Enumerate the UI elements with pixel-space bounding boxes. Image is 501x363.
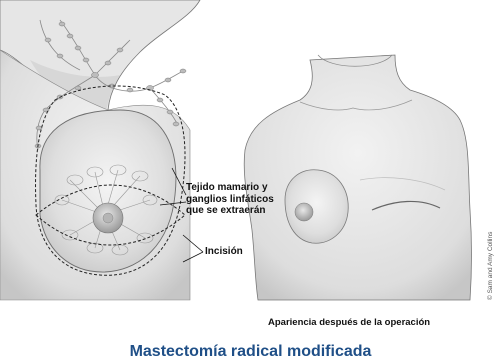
artist-credit: © Sam and Amy Collins <box>487 232 494 300</box>
figure-title: Mastectomía radical modificada <box>0 343 501 361</box>
tissue-label-line-2: ganglios linfáticos <box>186 194 296 206</box>
tissue-label-line-1: Tejido mamario y <box>186 182 296 194</box>
tissue-removal-label: Tejido mamario y ganglios linfáticos que… <box>186 182 296 217</box>
right-figure <box>244 55 471 300</box>
incision-label: Incisión <box>205 246 243 258</box>
right-torso <box>244 55 471 300</box>
nipple <box>103 213 113 223</box>
remaining-areola <box>295 203 313 221</box>
after-operation-caption: Apariencia después de la operación <box>268 317 430 329</box>
tissue-label-line-3: que se extraerán <box>186 205 296 217</box>
left-figure <box>0 0 203 300</box>
